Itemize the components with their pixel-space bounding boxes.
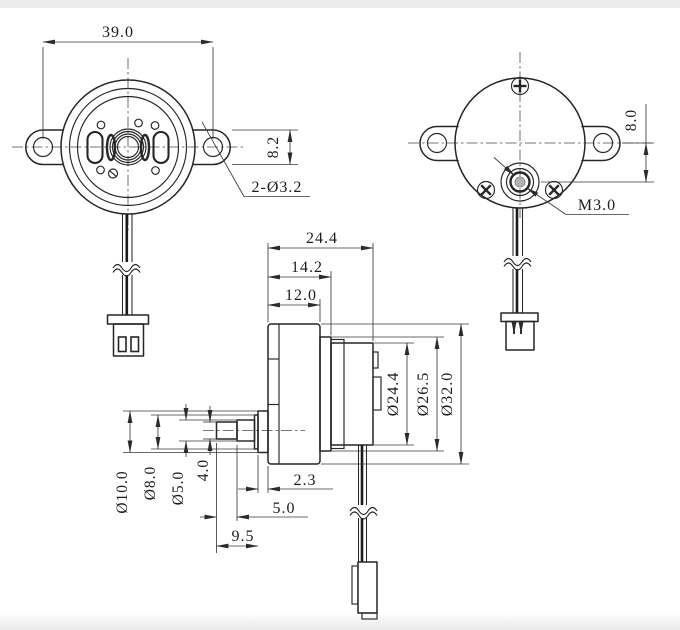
wire-break-symbol <box>349 506 378 516</box>
rear-wire <box>503 208 532 313</box>
front-connector <box>106 314 150 357</box>
shaft-hole <box>116 135 140 159</box>
motor-terminal-bump <box>372 351 379 369</box>
face-screw-slot <box>109 170 117 177</box>
bottom-right-screw <box>544 180 564 200</box>
motor-can <box>330 342 374 446</box>
dim-dia-10: Ø10.0 <box>114 410 262 514</box>
side-connector <box>351 561 378 620</box>
dim-8-2-label: 8.2 <box>265 136 282 158</box>
connector-pin-slot <box>117 336 127 353</box>
dim-8-0: 8.0 <box>541 104 654 183</box>
face-screw <box>107 168 119 179</box>
dim-dia-26-5: Ø26.5 <box>332 336 444 452</box>
dim-dia-8: Ø8.0 <box>142 414 256 501</box>
rear-shaft-end <box>514 176 526 188</box>
front-body-ring <box>68 87 188 207</box>
right-shaft-side-boss <box>139 133 151 162</box>
left-mounting-ear <box>419 125 459 162</box>
dim-12-0-label: 12.0 <box>285 287 317 304</box>
mount-holes-label: 2-Ø3.2 <box>252 179 303 196</box>
dia-boss-label: Ø10.0 <box>114 470 131 513</box>
dim-9-5: 9.5 <box>215 528 259 549</box>
dim-24-4: 24.4 <box>267 230 374 341</box>
front-boss <box>257 410 269 454</box>
dia-ring-label: Ø26.5 <box>415 372 432 417</box>
dim-2-3: 2.3 <box>238 455 333 493</box>
rear-view: M3.0 8.0 <box>408 52 654 351</box>
callout-thread: M3.0 <box>493 157 629 215</box>
dim-5-0: 5.0 <box>200 443 308 553</box>
rear-shaft-boss <box>500 162 540 202</box>
front-view: 39.0 8.2 2-Ø3.2 <box>12 24 310 357</box>
face-hole <box>151 166 160 175</box>
dim-dia-5: Ø5.0 <box>170 404 249 505</box>
connector-pin-slot <box>130 336 140 353</box>
gearbox-body <box>267 323 321 465</box>
len-boss-label: 2.3 <box>294 472 317 489</box>
dim-14-2: 14.2 <box>267 259 332 336</box>
callout-mount-holes: 2-Ø3.2 <box>201 121 310 197</box>
front-wire <box>112 214 141 315</box>
dim-24-4-label: 24.4 <box>306 230 338 247</box>
len-flat-label: 5.0 <box>273 500 296 517</box>
dia-body-label: Ø32.0 <box>439 372 456 417</box>
right-mounting-ear <box>581 125 621 162</box>
mid-ring <box>319 336 332 452</box>
side-wire <box>349 445 378 562</box>
right-ear-hole <box>592 132 614 154</box>
bottom-left-screw <box>476 180 496 200</box>
wire-break-symbol <box>349 511 378 520</box>
face-hole <box>150 121 160 130</box>
left-shaft-side-boss <box>105 133 117 162</box>
shaft-boss-circle <box>109 128 147 166</box>
shaft-flat-label: 4.0 <box>195 459 212 481</box>
motor-end-cap-bump <box>372 376 382 411</box>
wire-break-symbol <box>112 263 141 273</box>
dim-39: 39.0 <box>42 24 214 139</box>
top-band <box>0 0 680 8</box>
right-mounting-ear <box>192 129 231 166</box>
wire-break-symbol <box>503 257 532 267</box>
dia-shaft-label: Ø5.0 <box>170 471 187 506</box>
wire-break-symbol <box>503 262 532 271</box>
rear-connector <box>500 312 539 351</box>
top-screw <box>510 76 530 96</box>
left-oval-slot <box>86 130 104 165</box>
dim-4-0: 4.0 <box>195 406 218 481</box>
dim-12-0: 12.0 <box>267 287 321 322</box>
left-mounting-ear <box>25 129 64 166</box>
right-oval-slot <box>152 130 170 165</box>
dia-motor-label: Ø24.4 <box>385 372 402 417</box>
dim-14-2-label: 14.2 <box>291 259 323 276</box>
front-face-circle <box>76 95 180 199</box>
face-hole <box>96 165 105 175</box>
dim-8-0-label: 8.0 <box>623 109 640 131</box>
motor-flange-lip <box>330 338 345 450</box>
dim-39-label: 39.0 <box>102 24 134 41</box>
face-hole <box>96 120 106 130</box>
shaft-ring-2 <box>111 130 145 164</box>
wire-break-symbol <box>112 268 141 277</box>
dim-dia-32-0: Ø32.0 <box>321 323 469 465</box>
thread-label: M3.0 <box>578 197 616 214</box>
face-hole <box>134 118 143 128</box>
bottom-band <box>0 612 680 630</box>
dim-dia-24-4: Ø24.4 <box>374 342 414 446</box>
len-shaft-label: 9.5 <box>232 528 255 545</box>
left-ear-hole <box>426 132 448 154</box>
dia-boss-step-label: Ø8.0 <box>142 466 159 501</box>
side-view: 24.4 14.2 12.0 Ø24.4 Ø26.5 <box>114 230 469 620</box>
dim-8-2: 8.2 <box>232 129 298 166</box>
